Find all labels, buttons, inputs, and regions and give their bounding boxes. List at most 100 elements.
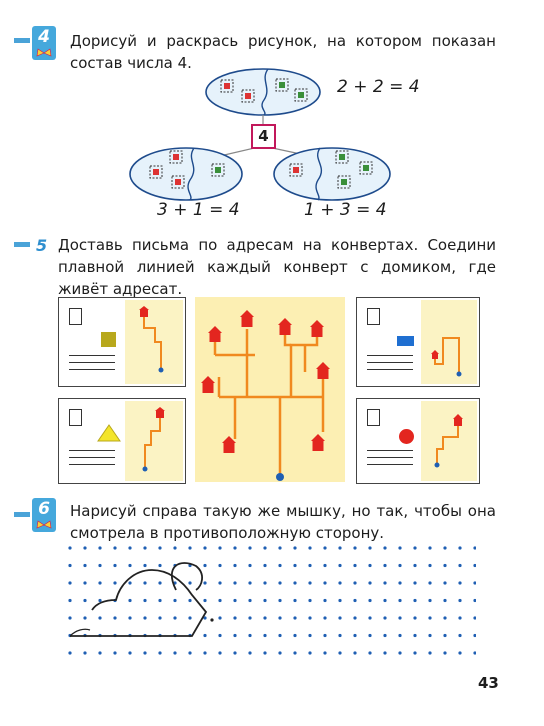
grid-dot	[218, 581, 222, 585]
task4-diagram	[129, 68, 391, 201]
grid-dot	[338, 563, 342, 568]
grid-dot	[218, 616, 222, 620]
grid-dot	[413, 563, 417, 568]
grid-dot	[398, 616, 402, 620]
grid-dot	[278, 633, 282, 638]
page-number: 43	[478, 674, 499, 692]
grid-dot	[233, 651, 237, 655]
grid-dot	[68, 581, 72, 585]
grid-dot	[323, 598, 327, 603]
grid-dot	[263, 546, 267, 550]
grid-dot	[203, 633, 207, 638]
grid-dot	[368, 598, 372, 603]
grid-dot	[368, 563, 372, 568]
task5-text: Доставь письма по адресам на конвертах. …	[58, 236, 496, 298]
grid-dot	[413, 616, 417, 620]
grid-dot	[413, 598, 417, 603]
grid-dot	[83, 563, 87, 568]
grid-dot	[188, 651, 192, 655]
grid-dot	[353, 616, 357, 620]
grid-dot	[338, 581, 342, 585]
grid-dot	[398, 598, 402, 603]
grid-dot	[293, 563, 297, 568]
grid-dot	[68, 651, 72, 655]
grid-dot	[323, 651, 327, 655]
grid-dot	[293, 598, 297, 603]
grid-dot	[188, 581, 192, 585]
grid-dot	[293, 546, 297, 550]
grid-dot	[308, 651, 312, 655]
grid-dot	[368, 546, 372, 550]
grid-dot	[473, 581, 476, 585]
grid-dot	[428, 651, 432, 655]
grid-dot	[113, 581, 117, 585]
grid-dot	[143, 563, 147, 568]
grid-dot	[353, 633, 357, 638]
grid-dot	[383, 598, 387, 603]
grid-dot	[443, 563, 447, 568]
grid-dot	[398, 546, 402, 550]
grid-dot	[353, 563, 357, 568]
grid-dot	[413, 633, 417, 638]
grid-dot	[323, 581, 327, 585]
grid-dot	[338, 546, 342, 550]
grid-dot	[368, 651, 372, 655]
grid-dot	[293, 581, 297, 585]
dot-grid	[68, 546, 476, 655]
grid-dot	[428, 616, 432, 620]
grid-dot	[278, 651, 282, 655]
envelope-square	[58, 297, 186, 387]
grid-dot	[443, 651, 447, 655]
grid-dot	[143, 651, 147, 655]
grid-dot	[278, 546, 282, 550]
grid-dot	[173, 598, 177, 603]
task6-number: 6	[38, 499, 50, 519]
grid-dot	[158, 546, 162, 550]
grid-dot	[443, 633, 447, 638]
grid-dot	[263, 651, 267, 655]
grid-dot	[128, 563, 132, 568]
envelope-rectangle	[356, 297, 480, 387]
grid-dot	[323, 563, 327, 568]
grid-dot	[158, 616, 162, 620]
grid-dot	[128, 581, 132, 585]
task6-badge: 6	[32, 498, 56, 532]
grid-dot	[188, 598, 192, 603]
grid-dot	[188, 616, 192, 620]
grid-dot	[443, 616, 447, 620]
grid-dot	[233, 633, 237, 638]
grid-dot	[398, 633, 402, 638]
grid-dot	[458, 633, 462, 638]
grid-dot	[143, 598, 147, 603]
grid-dot	[443, 581, 447, 585]
grid-dot	[83, 598, 87, 603]
grid-dot	[428, 633, 432, 638]
grid-dot	[458, 581, 462, 585]
task4-text: Дорисуй и раскрась рисунок, на котором п…	[70, 32, 496, 72]
grid-dot	[263, 616, 267, 620]
grid-dot	[353, 546, 357, 550]
grid-dot	[173, 616, 177, 620]
mouse-drawing	[70, 569, 208, 637]
grid-dot	[68, 563, 72, 568]
grid-dot	[158, 651, 162, 655]
grid-dot	[113, 616, 117, 620]
grid-dot	[398, 563, 402, 568]
grid-dot	[173, 546, 177, 550]
grid-dot	[473, 616, 476, 620]
grid-dot	[458, 616, 462, 620]
grid-dot	[83, 581, 87, 585]
grid-dot	[158, 563, 162, 568]
grid-dot	[113, 651, 117, 655]
grid-dot	[383, 633, 387, 638]
grid-dot	[83, 546, 87, 550]
grid-dot	[398, 581, 402, 585]
grid-dot	[218, 546, 222, 550]
grid-dot	[413, 546, 417, 550]
grid-dot	[173, 651, 177, 655]
grid-dot	[473, 546, 476, 550]
grid-dot	[263, 633, 267, 638]
grid-dot	[308, 598, 312, 603]
grid-dot	[233, 546, 237, 550]
grid-dot	[143, 581, 147, 585]
